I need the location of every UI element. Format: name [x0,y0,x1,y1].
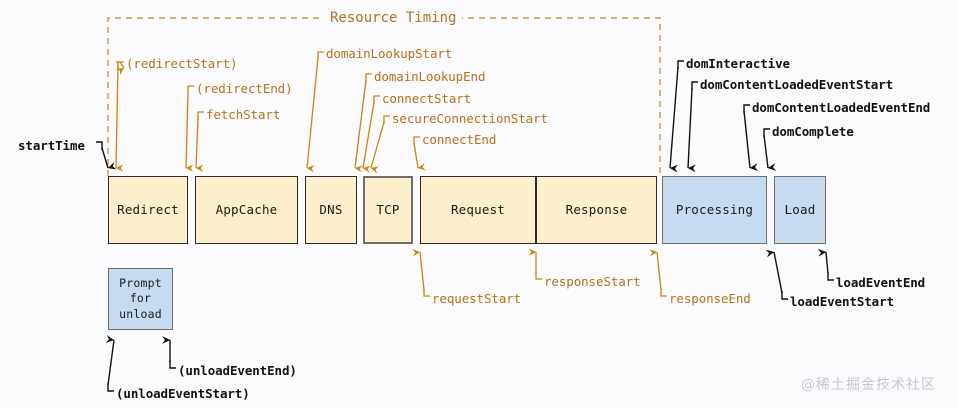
unload-line-3: unload [119,306,162,321]
label-load-event-end: loadEventEnd [836,275,926,290]
label-dom-content-loaded-event-start: domContentLoadedEventStart [700,77,894,92]
label-start-time: startTime [18,138,85,153]
label-redirect-end: (redirectEnd) [196,81,293,96]
phase-box-processing[interactable]: Processing [662,176,767,244]
phase-box-dns[interactable]: DNS [305,176,357,244]
label-request-start: requestStart [432,291,522,306]
label-dom-content-loaded-event-end: domContentLoadedEventEnd [752,100,931,115]
phase-box-response[interactable]: Response [536,176,657,244]
phase-box-redirect[interactable]: Redirect [108,176,188,244]
label-connect-end: connectEnd [422,132,497,147]
phase-box-request[interactable]: Request [420,176,536,244]
label-dom-interactive: domInteractive [686,56,790,71]
label-unload-event-end: (unloadEventEnd) [178,363,297,378]
unload-line-1: Prompt [119,275,162,290]
label-unload-event-start: (unloadEventStart) [116,386,250,401]
label-domain-lookup-end: domainLookupEnd [374,69,486,84]
label-response-start: responseStart [544,274,641,289]
label-connect-start: connectStart [382,91,472,106]
label-dom-complete: domComplete [772,124,854,139]
resource-timing-title: Resource Timing [324,10,463,26]
phase-box-load[interactable]: Load [774,176,826,244]
label-redirect-start: (redirectStart) [126,56,238,71]
unload-line-2: for [129,291,152,306]
label-secure-connection-start: secureConnectionStart [392,111,548,126]
start-time-leader [96,141,117,170]
label-load-event-start: loadEventStart [790,294,894,309]
phase-box-tcp[interactable]: TCP [363,176,413,244]
phase-box-appcache[interactable]: AppCache [195,176,298,244]
phase-box-prompt-for-unload[interactable]: Prompt for unload [108,268,173,330]
label-domain-lookup-start: domainLookupStart [326,46,453,61]
label-fetch-start: fetchStart [206,107,281,122]
label-response-end: responseEnd [669,291,751,306]
watermark: @稀土掘金技术社区 [801,377,936,393]
